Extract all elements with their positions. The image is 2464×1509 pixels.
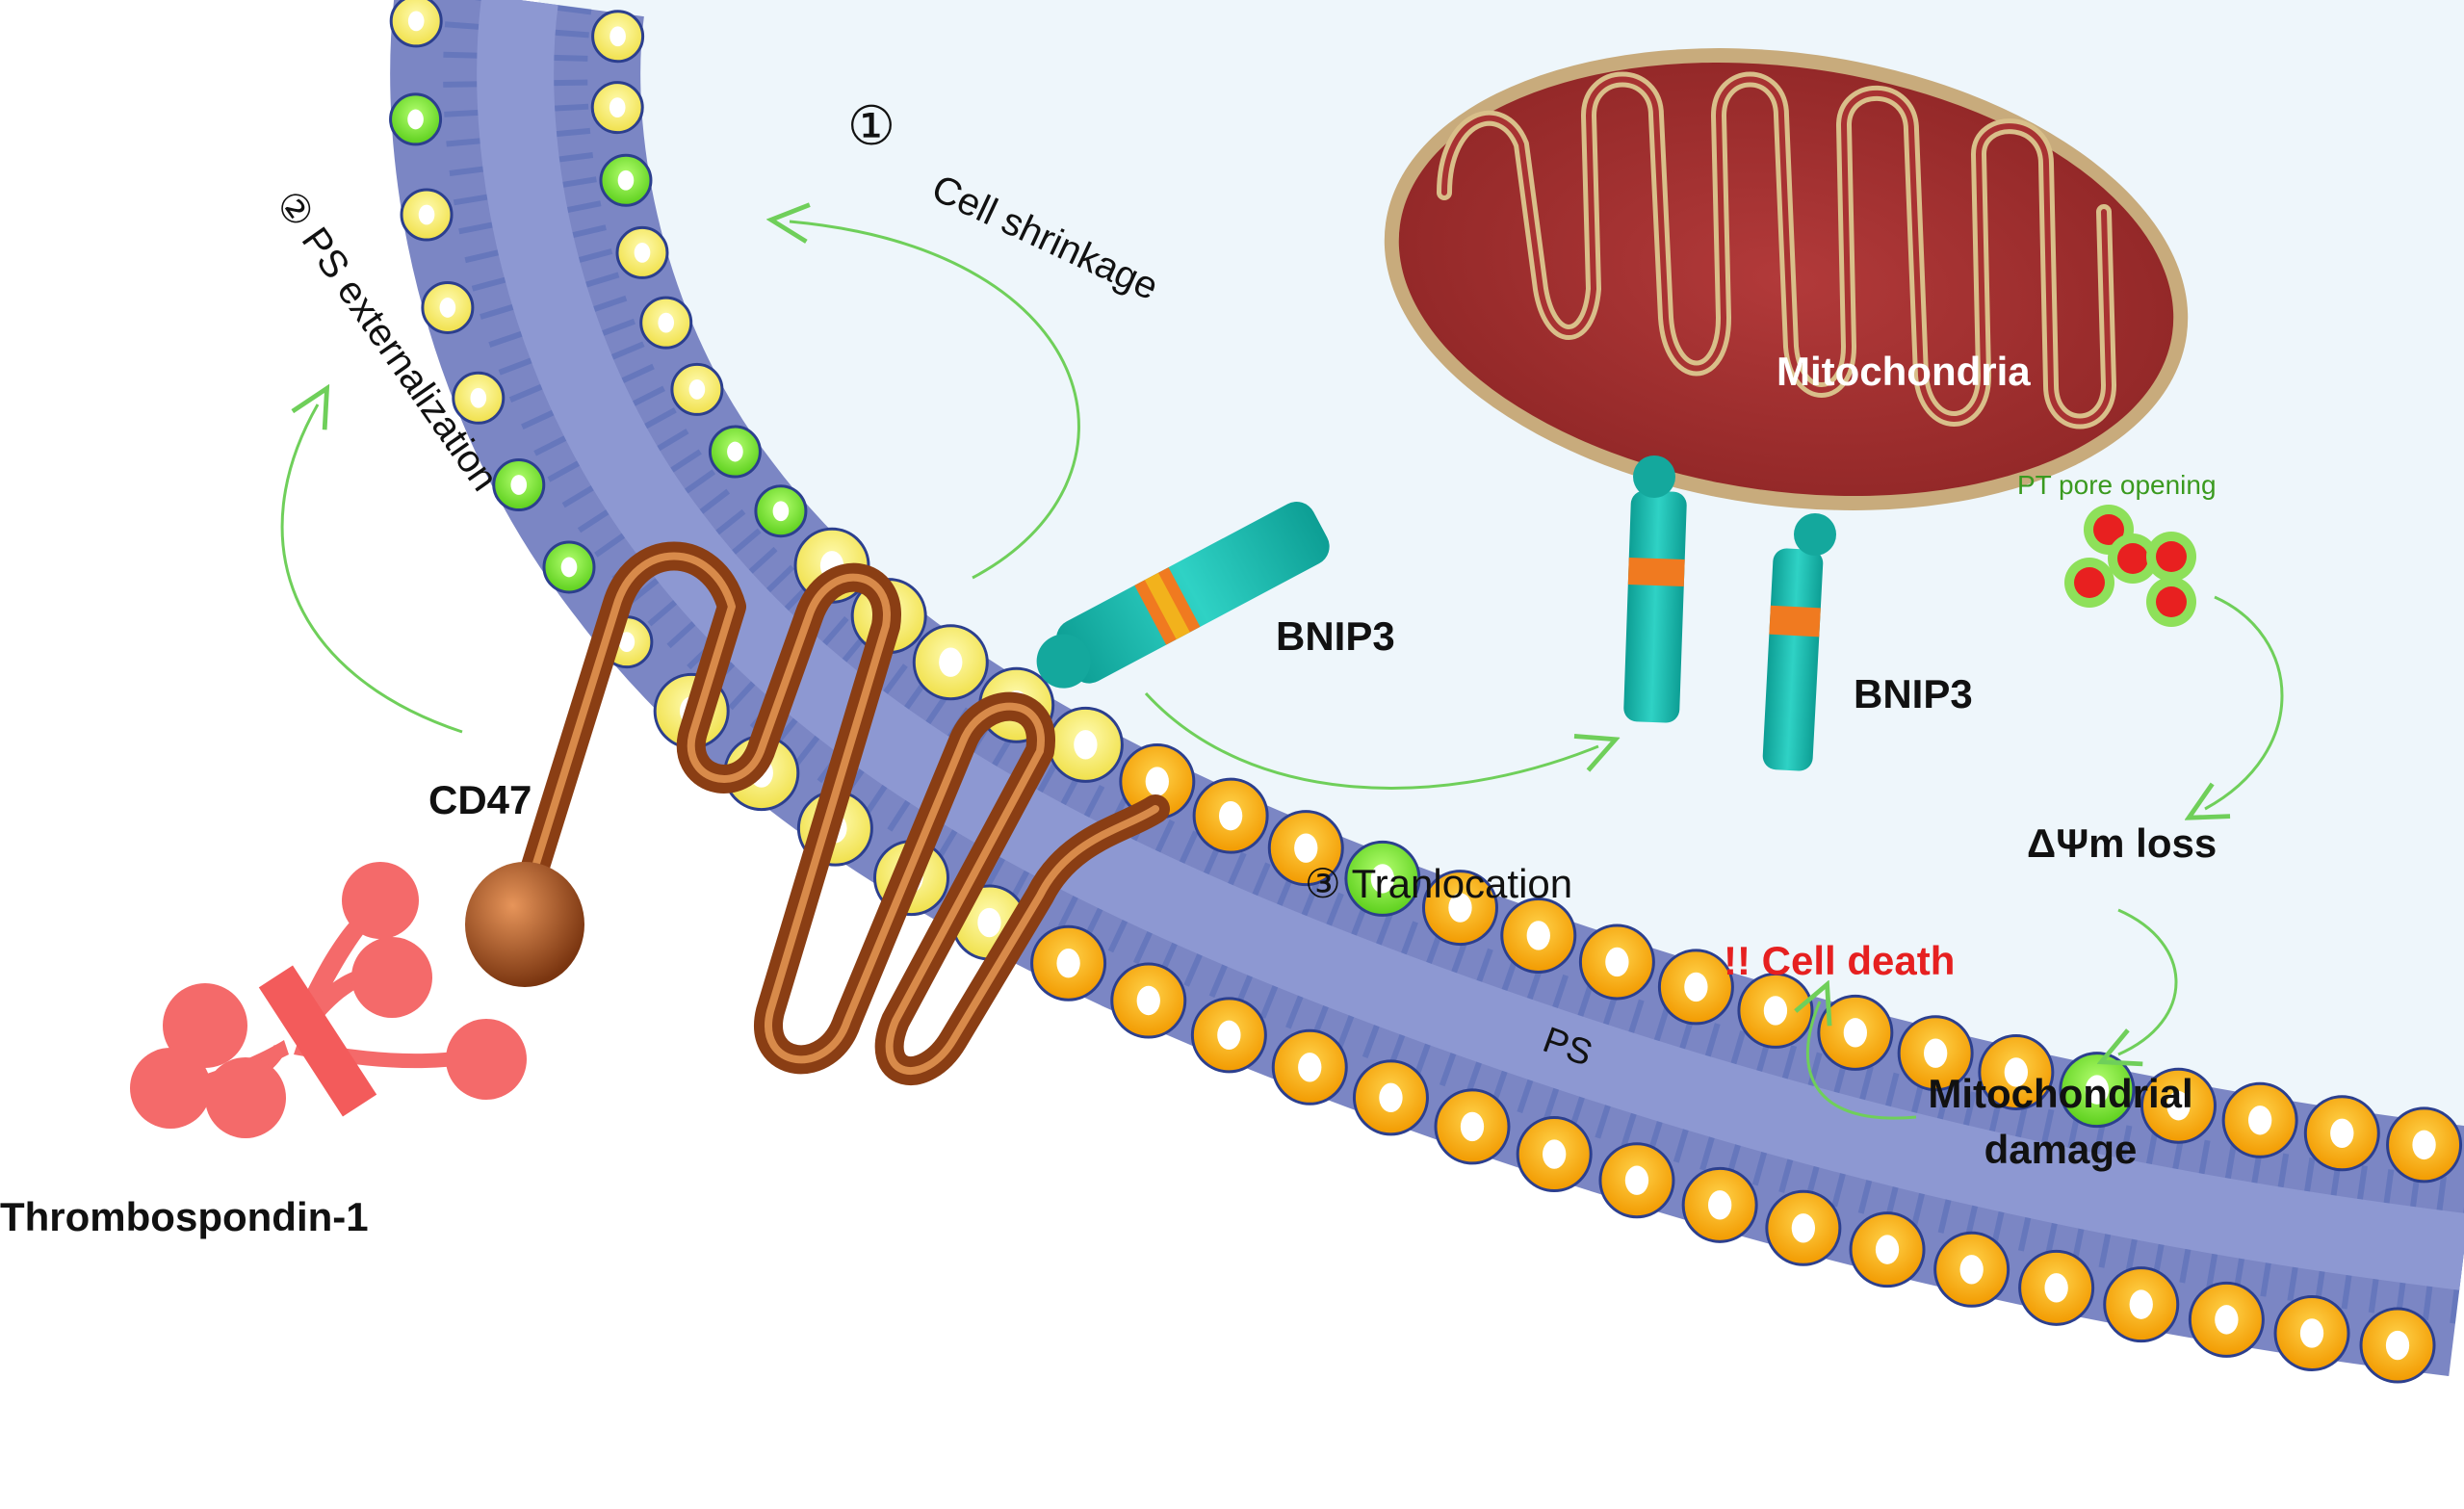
phospholipid-head-highlight [618, 632, 635, 653]
mito-damage-label-line1: Mitochondrial [1928, 1071, 2192, 1116]
phospholipid-head-highlight [2215, 1305, 2239, 1335]
cell-death-arrow [1807, 1002, 1917, 1120]
phospholipid-head-highlight [2004, 1057, 2029, 1087]
pt-pore-particles [2064, 505, 2196, 627]
cd47-ball [465, 862, 584, 987]
process-arrows [280, 221, 2284, 1120]
step3-label: ③ Tranlocation [1305, 861, 1572, 906]
phospholipid-head-highlight [634, 243, 651, 263]
phospholipid-head-highlight [1298, 1053, 1322, 1082]
mito-damage-label-line2: damage [1984, 1127, 2138, 1172]
bnip3-mito-protein-1 [1623, 455, 1687, 723]
mitochondria [1384, 48, 2189, 510]
phospholipid-head-highlight [2412, 1130, 2436, 1160]
phospholipid-head-highlight [939, 647, 963, 677]
phospholipid-head-highlight [2085, 1075, 2110, 1105]
phospholipid-head-highlight [2247, 1106, 2272, 1135]
mito-damage-arrow [2118, 908, 2178, 1054]
phospholipid-head-highlight [560, 557, 578, 578]
phospholipid-head-highlight [2044, 1273, 2068, 1303]
phospholipid-head-highlight [407, 109, 424, 130]
bnip3-mito-protein-2 [1762, 513, 1836, 771]
phospholipid-head-highlight [1294, 833, 1318, 863]
phospholipid-head-highlight [1923, 1038, 1948, 1068]
phospholipid-head-highlight [1145, 767, 1169, 796]
cd47-protein [465, 541, 1170, 1085]
bnip3-membrane-protein [1036, 502, 1330, 689]
phospholipid-head-highlight [1526, 921, 1550, 950]
phospholipid-head-highlight [1448, 893, 1472, 923]
cd47-label: CD47 [428, 777, 532, 822]
phospholipid-head-highlight [1875, 1235, 1900, 1264]
phospholipid-head-highlight [1218, 800, 1243, 831]
phospholipid-head-highlight [2330, 1118, 2354, 1149]
phospholipid-head-highlight [1605, 947, 1629, 977]
phospholipid-head-highlight [1624, 1165, 1649, 1195]
cell-shrinkage-arrow [790, 221, 1080, 580]
phospholipid-head-highlight [1791, 1213, 1816, 1243]
phospholipid-head-highlight [2129, 1289, 2153, 1319]
ps-externalization-arrow [280, 404, 463, 734]
phospholipid-head-highlight [1543, 1139, 1567, 1169]
phospholipid-head-highlight [1217, 1020, 1241, 1051]
phospholipid-head-highlight [1379, 1082, 1403, 1113]
phospholipid-head-highlight [1763, 996, 1788, 1026]
bnip3-membrane-label: BNIP3 [1276, 613, 1395, 659]
phospholipid-head-highlight [617, 169, 635, 191]
delta-psi-arrow [2205, 595, 2284, 809]
thrombospondin-label: Thrombospondin-1 [0, 1194, 369, 1239]
mitochondria-label: Mitochondria [1777, 349, 2031, 394]
delta-psi-label: ΔΨm loss [2027, 820, 2217, 866]
pt-pore-label: PT pore opening [2017, 470, 2217, 500]
phospholipid-head-highlight [1136, 985, 1160, 1016]
phospholipid-head-highlight [510, 475, 528, 495]
step1-number: ① [847, 95, 895, 156]
phospholipid-head-highlight [1056, 949, 1080, 978]
phospholipid-head-highlight [1074, 730, 1098, 760]
phospholipid-head-highlight [470, 387, 487, 408]
phospholipid-head-highlight [658, 312, 675, 333]
phospholipid-heads [389, 0, 2463, 1384]
phospholipid-head-highlight [1684, 972, 1708, 1002]
phospholipid-head-highlight [1959, 1255, 1984, 1285]
translocation-arrow [1144, 691, 1598, 790]
phospholipid-head-highlight [1370, 864, 1395, 894]
phospholipid-head-highlight [418, 204, 435, 225]
phospholipid-head-highlight [609, 97, 626, 118]
phospholipid-head-highlight [2299, 1318, 2324, 1348]
bnip3-mito-label: BNIP3 [1854, 671, 1973, 716]
phospholipid-head-highlight [2166, 1091, 2191, 1121]
phospholipid-head-highlight [2385, 1330, 2410, 1361]
phospholipid-head-highlight [1707, 1190, 1732, 1220]
thrombospondin-1 [130, 862, 527, 1138]
phospholipid-head-highlight [439, 298, 456, 318]
phospholipid-head-highlight [688, 378, 706, 400]
phospholipid-head-highlight [977, 907, 1001, 938]
phospholipid-head-highlight [727, 441, 743, 462]
cell-death-label: !! Cell death [1724, 938, 1955, 983]
phospholipid-head-highlight [1843, 1018, 1868, 1048]
phospholipid-head-highlight [610, 26, 626, 47]
phospholipid-head-highlight [407, 11, 425, 32]
phospholipid-head-highlight [772, 501, 790, 522]
phospholipid-head-highlight [1460, 1111, 1485, 1142]
